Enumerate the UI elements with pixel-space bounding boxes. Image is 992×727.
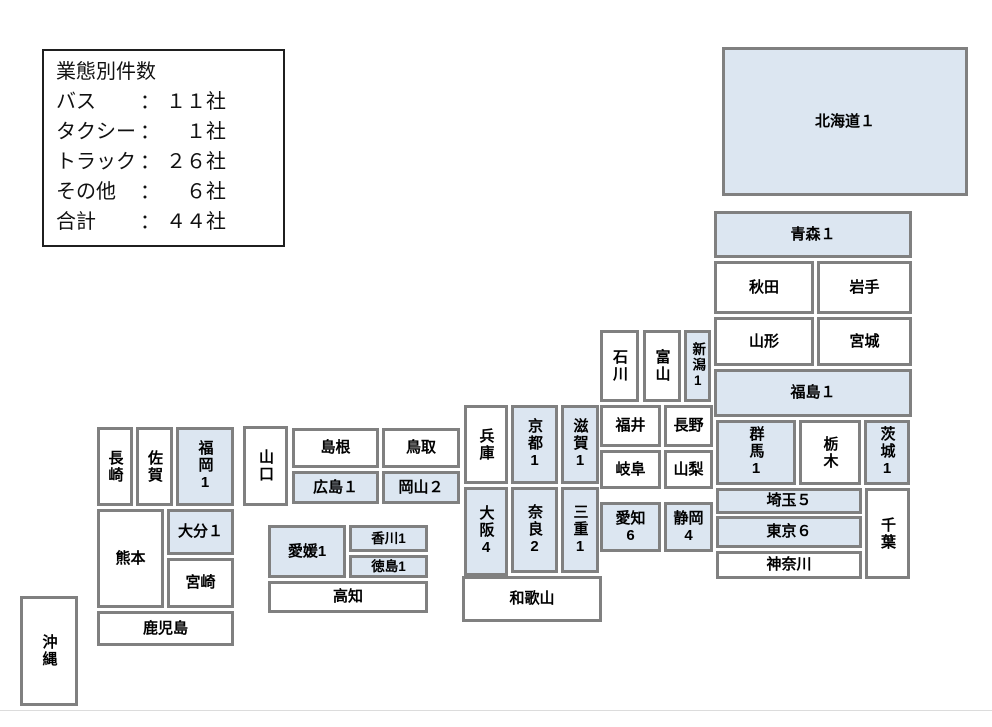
pref-hiroshima: 広島１ [292, 471, 379, 504]
pref-niigata: 新潟1 [684, 330, 711, 402]
pref-mie: 三重1 [561, 487, 599, 573]
legend-row: タクシー： １社 [56, 117, 271, 147]
pref-chiba: 千葉 [865, 488, 910, 579]
legend-title: 業態別件数 [56, 61, 156, 83]
pref-toyama: 富山 [643, 330, 681, 402]
pref-aichi: 愛知 6 [600, 502, 661, 552]
pref-akita: 秋田 [714, 261, 814, 314]
legend-colon: ： [140, 181, 160, 203]
pref-fukushima: 福島１ [714, 369, 912, 417]
pref-gifu: 岐阜 [600, 450, 661, 489]
pref-nagasaki: 長崎 [97, 427, 133, 506]
pref-shimane: 島根 [292, 428, 379, 468]
pref-ishikawa: 石川 [600, 330, 639, 402]
legend-colon: ： [140, 121, 160, 143]
legend-row: バス ： １１社 [56, 87, 271, 117]
legend-row-value: ４４社 [166, 211, 226, 233]
legend-row-value: ２６社 [166, 151, 226, 173]
pref-miyagi: 宮城 [817, 317, 912, 366]
pref-kumamoto: 熊本 [97, 509, 164, 608]
pref-shizuoka: 静岡 4 [664, 502, 713, 552]
legend-row: トラック： ２６社 [56, 147, 271, 177]
legend-colon: ： [140, 151, 160, 173]
legend-row-label: その他 [56, 181, 116, 203]
pref-okinawa: 沖縄 [20, 596, 78, 706]
pref-ehime: 愛媛1 [268, 525, 346, 578]
pref-ibaraki: 茨城1 [864, 420, 910, 485]
legend-box: 業態別件数 バス：１１社 タクシー：１社 トラック：２６社 その他：６社 合計：… [42, 49, 285, 247]
pref-aomori: 青森１ [714, 211, 912, 258]
pref-okayama: 岡山２ [382, 471, 460, 504]
legend-row-label: バス [56, 91, 96, 113]
pref-nagano: 長野 [664, 405, 713, 447]
pref-tochigi: 栃木 [799, 420, 861, 485]
legend-row-label: タクシー [56, 121, 136, 143]
pref-saitama: 埼玉５ [716, 488, 862, 514]
legend-row-value: １社 [186, 121, 226, 143]
pref-gunma: 群馬1 [716, 420, 796, 485]
pref-kochi: 高知 [268, 581, 428, 613]
legend-row-label: 合計 [56, 211, 96, 233]
legend-colon: ： [140, 91, 160, 113]
pref-iwate: 岩手 [817, 261, 912, 314]
pref-osaka: 大阪4 [464, 487, 508, 576]
pref-oita: 大分１ [167, 509, 234, 555]
pref-yamanashi: 山梨 [664, 450, 713, 489]
pref-kagawa: 香川1 [349, 525, 428, 552]
pref-shiga: 滋賀1 [561, 405, 599, 484]
legend-row-value: ６社 [186, 181, 226, 203]
pref-yamaguchi: 山口 [243, 426, 288, 506]
pref-tokushima: 徳島1 [349, 555, 428, 578]
pref-hyogo: 兵庫 [464, 405, 508, 484]
pref-nara: 奈良2 [511, 487, 558, 573]
pref-kyoto: 京都1 [511, 405, 558, 484]
pref-hokkaido: 北海道１ [722, 47, 968, 196]
legend-row: その他 ： ６社 [56, 177, 271, 207]
pref-fukui: 福井 [600, 405, 661, 447]
pref-fukuoka: 福岡1 [176, 427, 234, 506]
pref-yamagata: 山形 [714, 317, 814, 366]
pref-tottori: 鳥取 [382, 428, 460, 468]
pref-tokyo: 東京６ [716, 516, 862, 548]
pref-wakayama: 和歌山 [462, 576, 602, 622]
bottom-gridline [0, 710, 992, 711]
pref-miyazaki: 宮崎 [167, 558, 234, 608]
legend-colon: ： [140, 211, 160, 233]
legend-row-value: １１社 [166, 91, 226, 113]
legend-row-label: トラック [56, 151, 136, 173]
legend-row: 合計 ： ４４社 [56, 207, 271, 237]
pref-saga: 佐賀 [136, 427, 173, 506]
pref-kagoshima: 鹿児島 [97, 611, 234, 646]
pref-kanagawa: 神奈川 [716, 551, 862, 579]
